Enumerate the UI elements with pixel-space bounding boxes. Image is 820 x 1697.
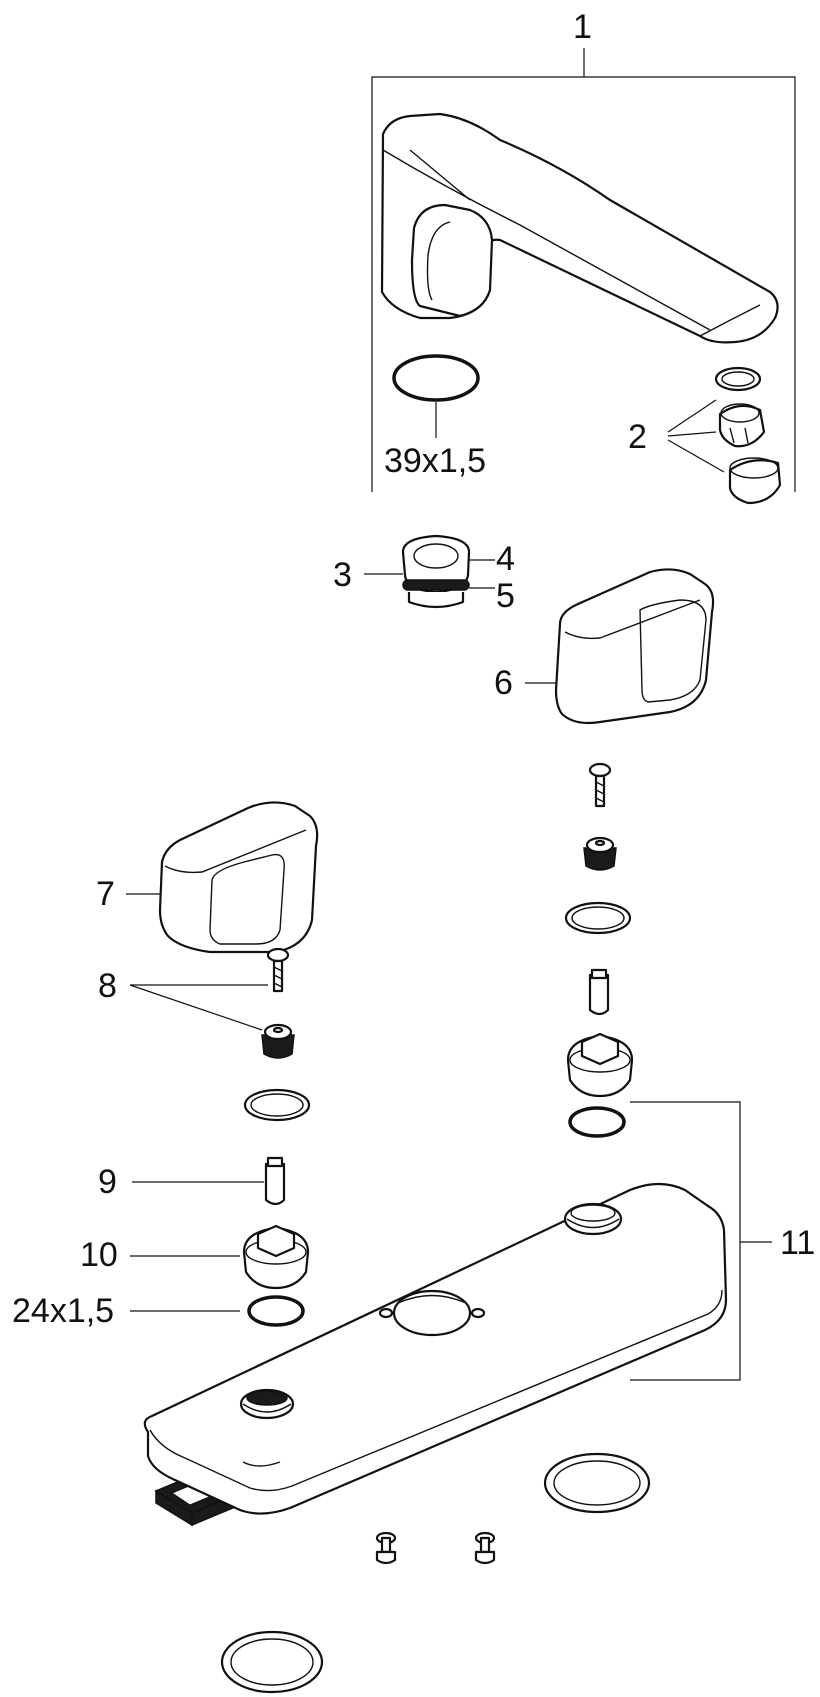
callout-1-label: 1 [573, 8, 592, 46]
left-spindle [264, 1156, 286, 1206]
base-plate-hole-left [239, 1388, 295, 1420]
right-o-ring [568, 1106, 626, 1138]
callout-8-label: 8 [98, 967, 117, 1005]
handle-right [554, 568, 715, 725]
spout [380, 112, 779, 344]
callout-3-label: 3 [333, 556, 352, 594]
right-valve-cartridge [566, 1032, 634, 1098]
right-screw [588, 762, 612, 808]
left-valve-cartridge [242, 1224, 310, 1290]
base-plate-hole-center [378, 1289, 486, 1337]
base-plate-hole-right [563, 1202, 623, 1236]
base-washer-right [543, 1452, 651, 1514]
callout-7-label: 7 [96, 875, 115, 913]
spout-o-ring [392, 354, 480, 438]
callout-6-label: 6 [494, 664, 513, 702]
callout-1-bracket [371, 48, 796, 492]
base-screw-left [375, 1531, 397, 1565]
handle-left [158, 801, 319, 954]
left-o-ring [247, 1295, 305, 1327]
right-cap-nut [583, 836, 617, 871]
callout-5-label: 5 [496, 577, 515, 615]
spout-o-ring-dimension: 39x1,5 [384, 442, 486, 480]
callout-9-label: 9 [98, 1163, 117, 1201]
base-screw-right [474, 1531, 496, 1565]
adapter-fitting [401, 534, 471, 609]
callout-8-leaders [129, 984, 268, 1031]
left-screw [266, 947, 290, 993]
right-spindle [588, 968, 610, 1016]
callout-10-label: 10 [80, 1236, 118, 1274]
base-washer-bottom [220, 1630, 324, 1694]
left-trim-ring [243, 1088, 311, 1122]
callout-2-label: 2 [628, 418, 647, 456]
callout-11-label: 11 [780, 1224, 815, 1262]
left-o-ring-dimension: 24x1,5 [12, 1292, 114, 1330]
base-plate [143, 1182, 728, 1515]
aerator-set [714, 366, 782, 505]
callout-4-label: 4 [496, 540, 515, 578]
callout-11-bracket [630, 1101, 741, 1381]
right-trim-ring [564, 901, 632, 935]
callout-2-leaders [667, 399, 725, 473]
left-cap-nut [261, 1023, 295, 1059]
